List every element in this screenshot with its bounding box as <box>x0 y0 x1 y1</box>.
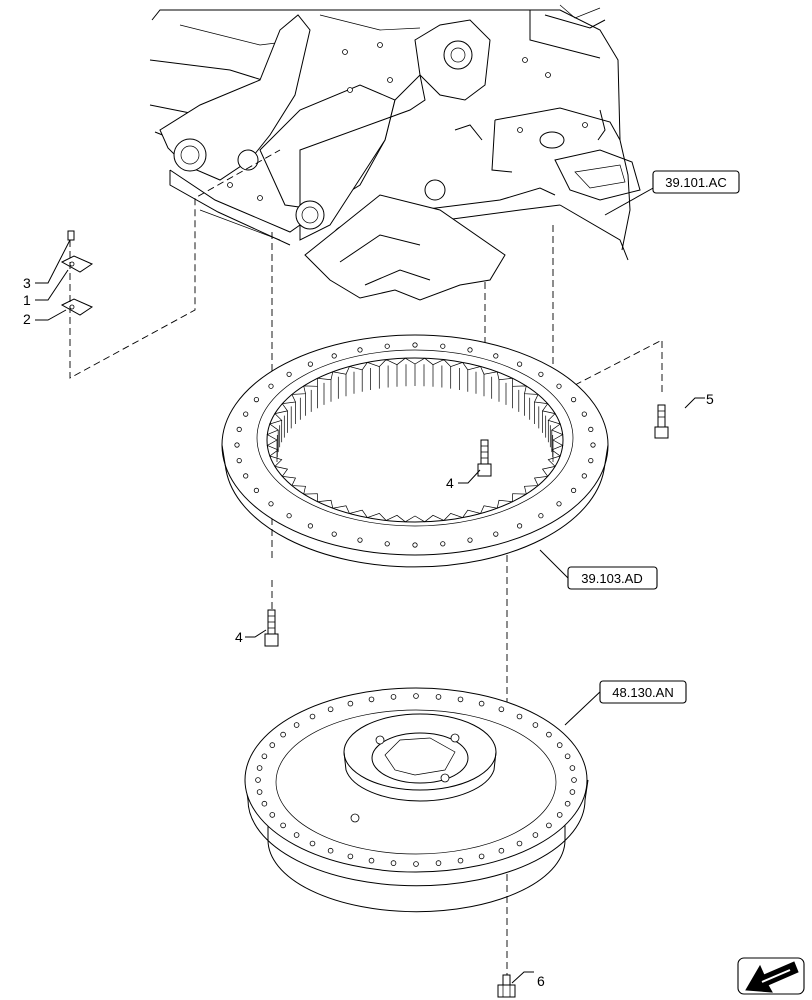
reference-box-upper-frame[interactable]: 39.101.AC <box>652 170 740 194</box>
cover-plate-assembly: 3 1 2 <box>23 230 94 327</box>
internal-gear-teeth <box>266 357 564 523</box>
bolt-item-5 <box>654 404 669 439</box>
callout-4-lower: 4 <box>235 629 243 645</box>
callout-5: 5 <box>706 391 714 407</box>
bolt-item-6 <box>497 974 516 998</box>
reference-label-slewing-ring: 39.103.AD <box>581 571 642 586</box>
slewing-ring <box>221 334 609 568</box>
reference-label-slew-drive: 48.130.AN <box>612 685 673 700</box>
gasket-item-2 <box>60 298 94 316</box>
drive-bolt-holes <box>255 693 577 867</box>
reference-box-slew-drive[interactable]: 48.130.AN <box>599 680 687 704</box>
arrow-down-left-icon[interactable] <box>737 957 805 995</box>
callout-1: 1 <box>23 292 31 308</box>
bolt-item-4-lower <box>264 609 279 647</box>
reference-box-slewing-ring[interactable]: 39.103.AD <box>567 566 658 590</box>
reference-label-upper-frame: 39.101.AC <box>665 175 726 190</box>
callout-2: 2 <box>23 311 31 327</box>
bolt-item-3 <box>67 230 75 241</box>
callout-4-upper: 4 <box>446 475 454 491</box>
callout-3: 3 <box>23 275 31 291</box>
upper-frame-assembly <box>149 4 641 301</box>
ring-bolt-holes <box>234 342 596 548</box>
slew-drive-housing <box>244 687 589 913</box>
callout-leaders <box>245 186 705 984</box>
callout-6: 6 <box>537 973 545 989</box>
cover-item-1 <box>60 255 94 273</box>
